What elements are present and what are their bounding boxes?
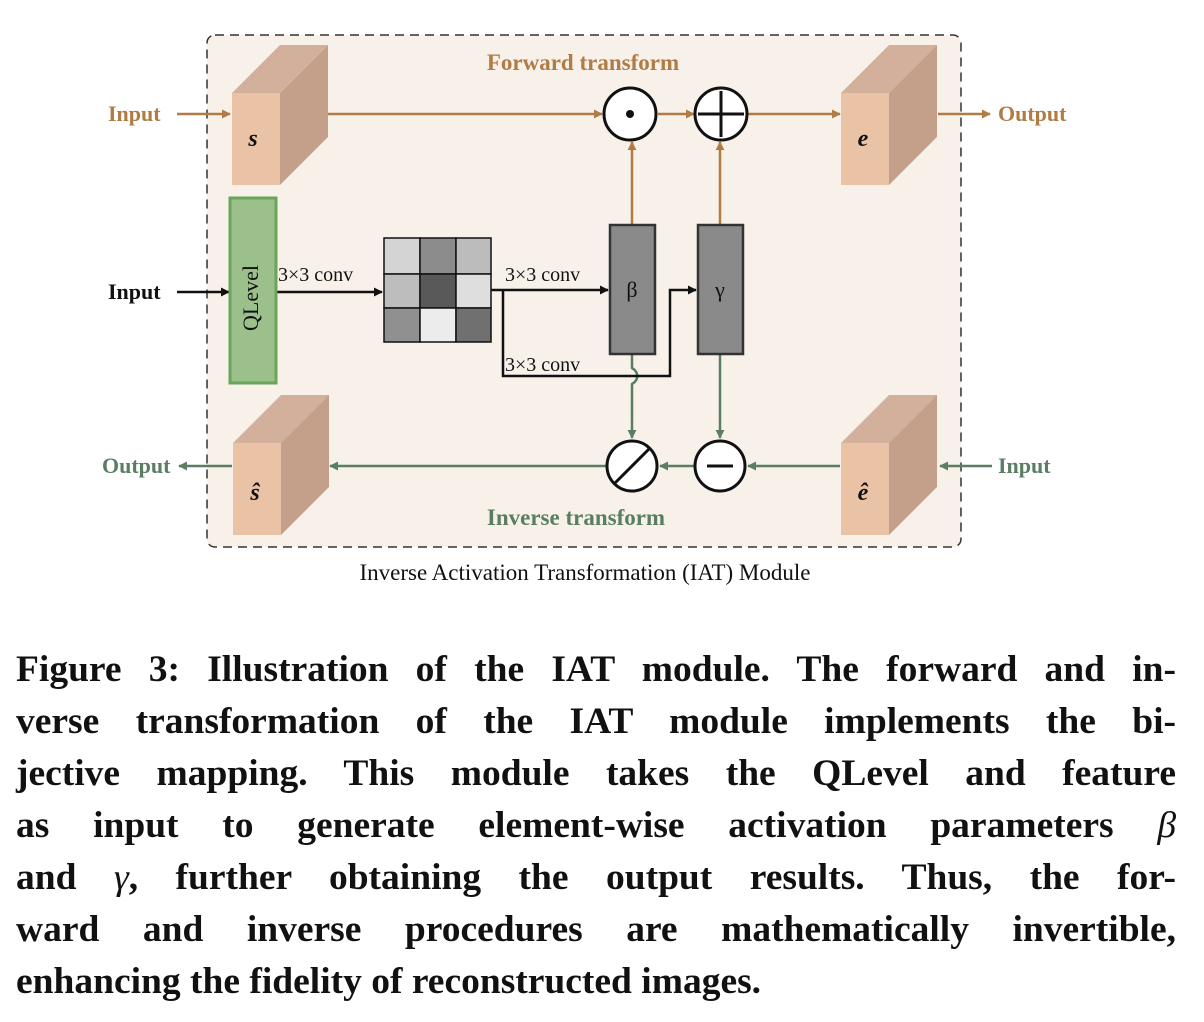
caption-line-4-text: as input to generate element-wise activa…: [16, 805, 1114, 846]
block-e-hat-label: ê: [858, 480, 869, 506]
caption-line-5-post: , further obtaining the output results. …: [128, 857, 1177, 898]
beta-box: [608, 223, 657, 356]
block-s-hat: ŝ: [233, 395, 329, 535]
caption-line-2: verse transformation of the IAT module i…: [16, 701, 1176, 742]
subtract-operator: [693, 439, 747, 493]
block-e-label: e: [858, 126, 869, 152]
conv-label-1: 3×3 conv: [278, 264, 353, 286]
caption-line-5: and γ, further obtaining the output resu…: [16, 852, 1176, 904]
conv-label-3: 3×3 conv: [505, 354, 580, 376]
divide-operator: [605, 439, 659, 493]
qlevel-label: QLevel: [238, 265, 263, 331]
caption-line-3: jective mapping. This module takes the Q…: [16, 753, 1176, 794]
beta-label: β: [626, 277, 637, 302]
qlevel-input-label: Input: [108, 279, 161, 304]
block-e: e: [841, 45, 937, 185]
module-title: Inverse Activation Transformation (IAT) …: [360, 560, 811, 585]
inverse-input-label: Input: [998, 453, 1051, 478]
iat-diagram: Forward transform Inverse transform Inve…: [102, 34, 1067, 585]
inverse-transform-title: Inverse transform: [487, 505, 665, 530]
caption-line-6: ward and inverse procedures are mathemat…: [16, 909, 1176, 950]
add-operator: [693, 86, 749, 142]
caption-line-5-pre: and: [16, 857, 77, 898]
gamma-label: γ: [714, 277, 725, 302]
figure-caption: Figure 3: Illustration of the IAT module…: [16, 644, 1176, 1008]
qlevel-box: [228, 196, 278, 385]
forward-output-label: Output: [998, 101, 1067, 126]
forward-input-label: Input: [108, 101, 161, 126]
multiply-operator: [602, 86, 658, 142]
block-e-hat: ê: [841, 395, 937, 535]
conv-kernel-grid: [383, 237, 492, 343]
conv-label-2: 3×3 conv: [505, 264, 580, 286]
block-s-label: s: [247, 126, 257, 152]
gamma-symbol: γ: [113, 857, 129, 898]
caption-line-7: enhancing the fidelity of reconstructed …: [16, 961, 762, 1002]
gamma-box: [696, 223, 745, 356]
grid-to-gamma-path: [501, 285, 697, 378]
beta-symbol: β: [1157, 805, 1177, 846]
block-s-hat-label: ŝ: [249, 480, 260, 506]
inverse-output-label: Output: [102, 453, 171, 478]
block-s: s: [232, 45, 328, 185]
forward-transform-title: Forward transform: [487, 50, 679, 75]
caption-line-1: Figure 3: Illustration of the IAT module…: [16, 649, 1176, 690]
caption-line-4: as input to generate element-wise activa…: [16, 800, 1176, 852]
